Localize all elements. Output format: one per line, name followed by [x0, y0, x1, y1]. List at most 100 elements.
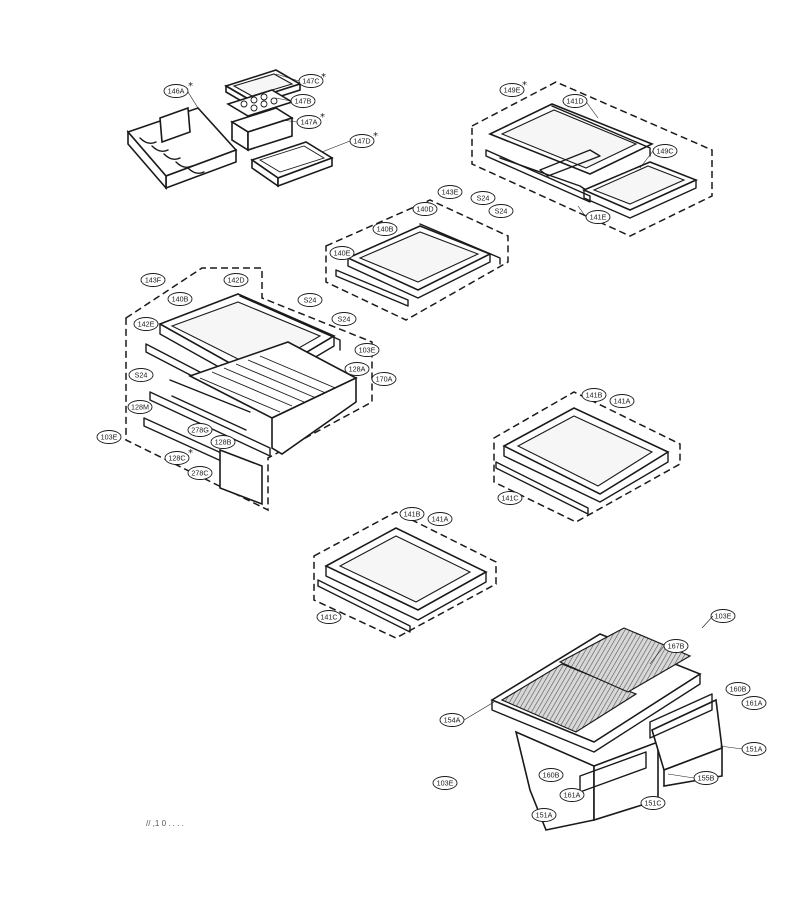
svg-text:128B: 128B [215, 438, 232, 447]
callout-7: 149C [652, 144, 678, 158]
callout-43: 160B [538, 768, 564, 782]
svg-text:147C: 147C [302, 77, 319, 86]
callout-25: 128M [127, 400, 153, 414]
callout-39: 160B [725, 682, 751, 696]
callout-9: 141E [585, 210, 611, 224]
callout-27: 103E [96, 430, 122, 444]
callout-13: 140B [372, 222, 398, 236]
svg-text:128A: 128A [349, 365, 366, 374]
svg-text:103E: 103E [437, 779, 454, 788]
svg-text:128C: 128C [168, 454, 185, 463]
egg-tray-group [126, 69, 334, 191]
shelf-group-143f [125, 267, 373, 512]
svg-text:103E: 103E [715, 612, 732, 621]
svg-text:140D: 140D [416, 205, 433, 214]
callout-30: 278C [187, 466, 213, 480]
leader-lines [187, 73, 743, 779]
callout-18: 140B [167, 292, 193, 306]
callout-0: 146A [163, 84, 189, 98]
callout-star: * [188, 448, 193, 459]
callout-14: 140E [329, 246, 355, 260]
svg-text:141A: 141A [614, 397, 631, 406]
callout-36: 141C [316, 610, 342, 624]
callout-23: 170A [371, 372, 397, 386]
svg-text:160B: 160B [543, 771, 560, 780]
svg-text:141C: 141C [501, 494, 518, 503]
callout-8: S24 [470, 191, 496, 205]
svg-text:S24: S24 [338, 315, 351, 324]
svg-text:140E: 140E [334, 249, 351, 258]
svg-text:S24: S24 [477, 194, 490, 203]
callout-4: 147D [349, 134, 375, 148]
tray-147d [250, 141, 334, 188]
callout-12: S24 [488, 204, 514, 218]
callout-19: S24 [297, 293, 323, 307]
callout-6: 141D [562, 94, 588, 108]
svg-text:154A: 154A [444, 716, 461, 725]
svg-text:143E: 143E [442, 188, 459, 197]
callout-20: 142E [133, 317, 159, 331]
svg-text:142E: 142E [138, 320, 155, 329]
svg-text:167B: 167B [668, 642, 685, 651]
svg-text:128M: 128M [131, 403, 149, 412]
callout-21: 103E [354, 343, 380, 357]
svg-text:151A: 151A [536, 811, 553, 820]
callout-star: * [373, 131, 378, 142]
callout-38: 167B [663, 639, 689, 653]
callout-star: * [320, 112, 325, 123]
callout-42: 151A [741, 742, 767, 756]
svg-text:278G: 278G [191, 426, 209, 435]
shelf-group-149e [471, 81, 713, 237]
shelf-group-141-left [313, 511, 497, 639]
svg-text:170A: 170A [376, 375, 393, 384]
svg-text:146A: 146A [168, 87, 185, 96]
svg-text:161A: 161A [746, 699, 763, 708]
callout-22: 128A [344, 362, 370, 376]
svg-text:S24: S24 [495, 207, 508, 216]
svg-text:149E: 149E [504, 86, 521, 95]
svg-text:160B: 160B [730, 685, 747, 694]
callout-17: 142D [223, 273, 249, 287]
svg-text:149C: 149C [656, 147, 673, 156]
svg-text:155B: 155B [698, 774, 715, 783]
callout-3: 147A [296, 115, 322, 129]
svg-text:151A: 151A [746, 745, 763, 754]
callout-bubbles: 146A * 147C * 147B 147A * 147D * 149E * … [96, 72, 767, 822]
egg-box-147a [230, 107, 294, 152]
callout-28: 128B [210, 435, 236, 449]
callout-star: * [188, 81, 193, 92]
shelf-group-141-right [493, 391, 681, 523]
callout-29: 128C [164, 451, 190, 465]
svg-text:141D: 141D [566, 97, 583, 106]
svg-text:143F: 143F [145, 276, 162, 285]
callout-48: 151A [531, 808, 557, 822]
svg-text:S24: S24 [135, 371, 148, 380]
svg-text:141B: 141B [586, 391, 603, 400]
svg-text:141B: 141B [404, 510, 421, 519]
callout-11: 140D [412, 202, 438, 216]
callout-31: 141B [581, 388, 607, 402]
callout-41: 154A [439, 713, 465, 727]
svg-text:147B: 147B [295, 97, 312, 106]
svg-text:103E: 103E [359, 346, 376, 355]
rack-146a [126, 106, 238, 191]
callout-16: 143F [140, 273, 166, 287]
callout-32: 141A [609, 394, 635, 408]
callout-5: 149E [499, 83, 525, 97]
footer-text: // ,1 0 . . . . [146, 819, 184, 828]
svg-text:S24: S24 [304, 296, 317, 305]
callout-46: 161A [559, 788, 585, 802]
svg-text:141E: 141E [590, 213, 607, 222]
svg-text:141C: 141C [320, 613, 337, 622]
svg-text:140B: 140B [172, 295, 189, 304]
callout-star: * [321, 72, 326, 83]
callout-33: 141C [497, 491, 523, 505]
callout-10: 143E [437, 185, 463, 199]
svg-text:142D: 142D [227, 276, 244, 285]
svg-text:278C: 278C [191, 469, 208, 478]
callout-26: 278G [187, 423, 213, 437]
svg-text:147D: 147D [353, 137, 370, 146]
crisper-drawer-group [490, 627, 723, 831]
callout-35: 141A [427, 512, 453, 526]
